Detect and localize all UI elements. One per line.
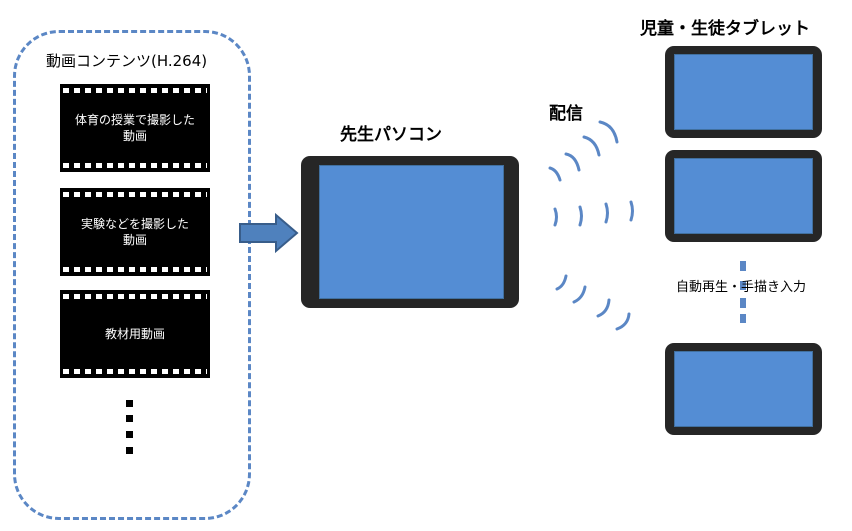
video-item-teaching-material: 教材用動画	[60, 290, 210, 378]
film-holes-top	[63, 192, 207, 197]
video-content-title: 動画コンテンツ(H.264)	[46, 52, 208, 70]
continuation-dash	[740, 261, 746, 271]
continuation-dash	[740, 281, 746, 290]
video-item-pe-class: 体育の授業で撮影した動画	[60, 84, 210, 172]
student-tablet-1	[665, 46, 822, 138]
arrow-right-icon	[239, 212, 299, 254]
film-holes-top	[63, 294, 207, 299]
film-holes-bottom	[63, 369, 207, 374]
video-item-label: 体育の授業で撮影した動画	[74, 113, 195, 143]
film-holes-bottom	[63, 163, 207, 168]
student-tablet-2	[665, 150, 822, 242]
ellipsis-dot	[126, 431, 133, 438]
film-holes-bottom	[63, 267, 207, 272]
student-tablet-screen	[674, 351, 813, 427]
video-item-label: 実験などを撮影した動画	[80, 217, 189, 247]
student-tablet-screen	[674, 54, 813, 130]
teacher-pc-device	[301, 156, 519, 308]
student-tablet-3	[665, 343, 822, 435]
film-holes-top	[63, 88, 207, 93]
teacher-pc-label: 先生パソコン	[340, 125, 442, 145]
video-item-experiment: 実験などを撮影した動画	[60, 188, 210, 276]
ellipsis-dot	[126, 447, 133, 454]
continuation-dash	[740, 298, 746, 308]
video-item-label: 教材用動画	[104, 327, 165, 341]
teacher-pc-screen	[319, 165, 504, 299]
tablet-feature-note: 自動再生・手描き入力	[676, 280, 807, 295]
ellipsis-dot	[126, 415, 133, 422]
ellipsis-dot	[126, 400, 133, 407]
video-content-group	[13, 30, 251, 520]
student-tablets-label: 児童・生徒タブレット	[640, 19, 810, 39]
distribution-label: 配信	[549, 104, 583, 124]
student-tablet-screen	[674, 158, 813, 234]
continuation-dash	[740, 314, 746, 323]
